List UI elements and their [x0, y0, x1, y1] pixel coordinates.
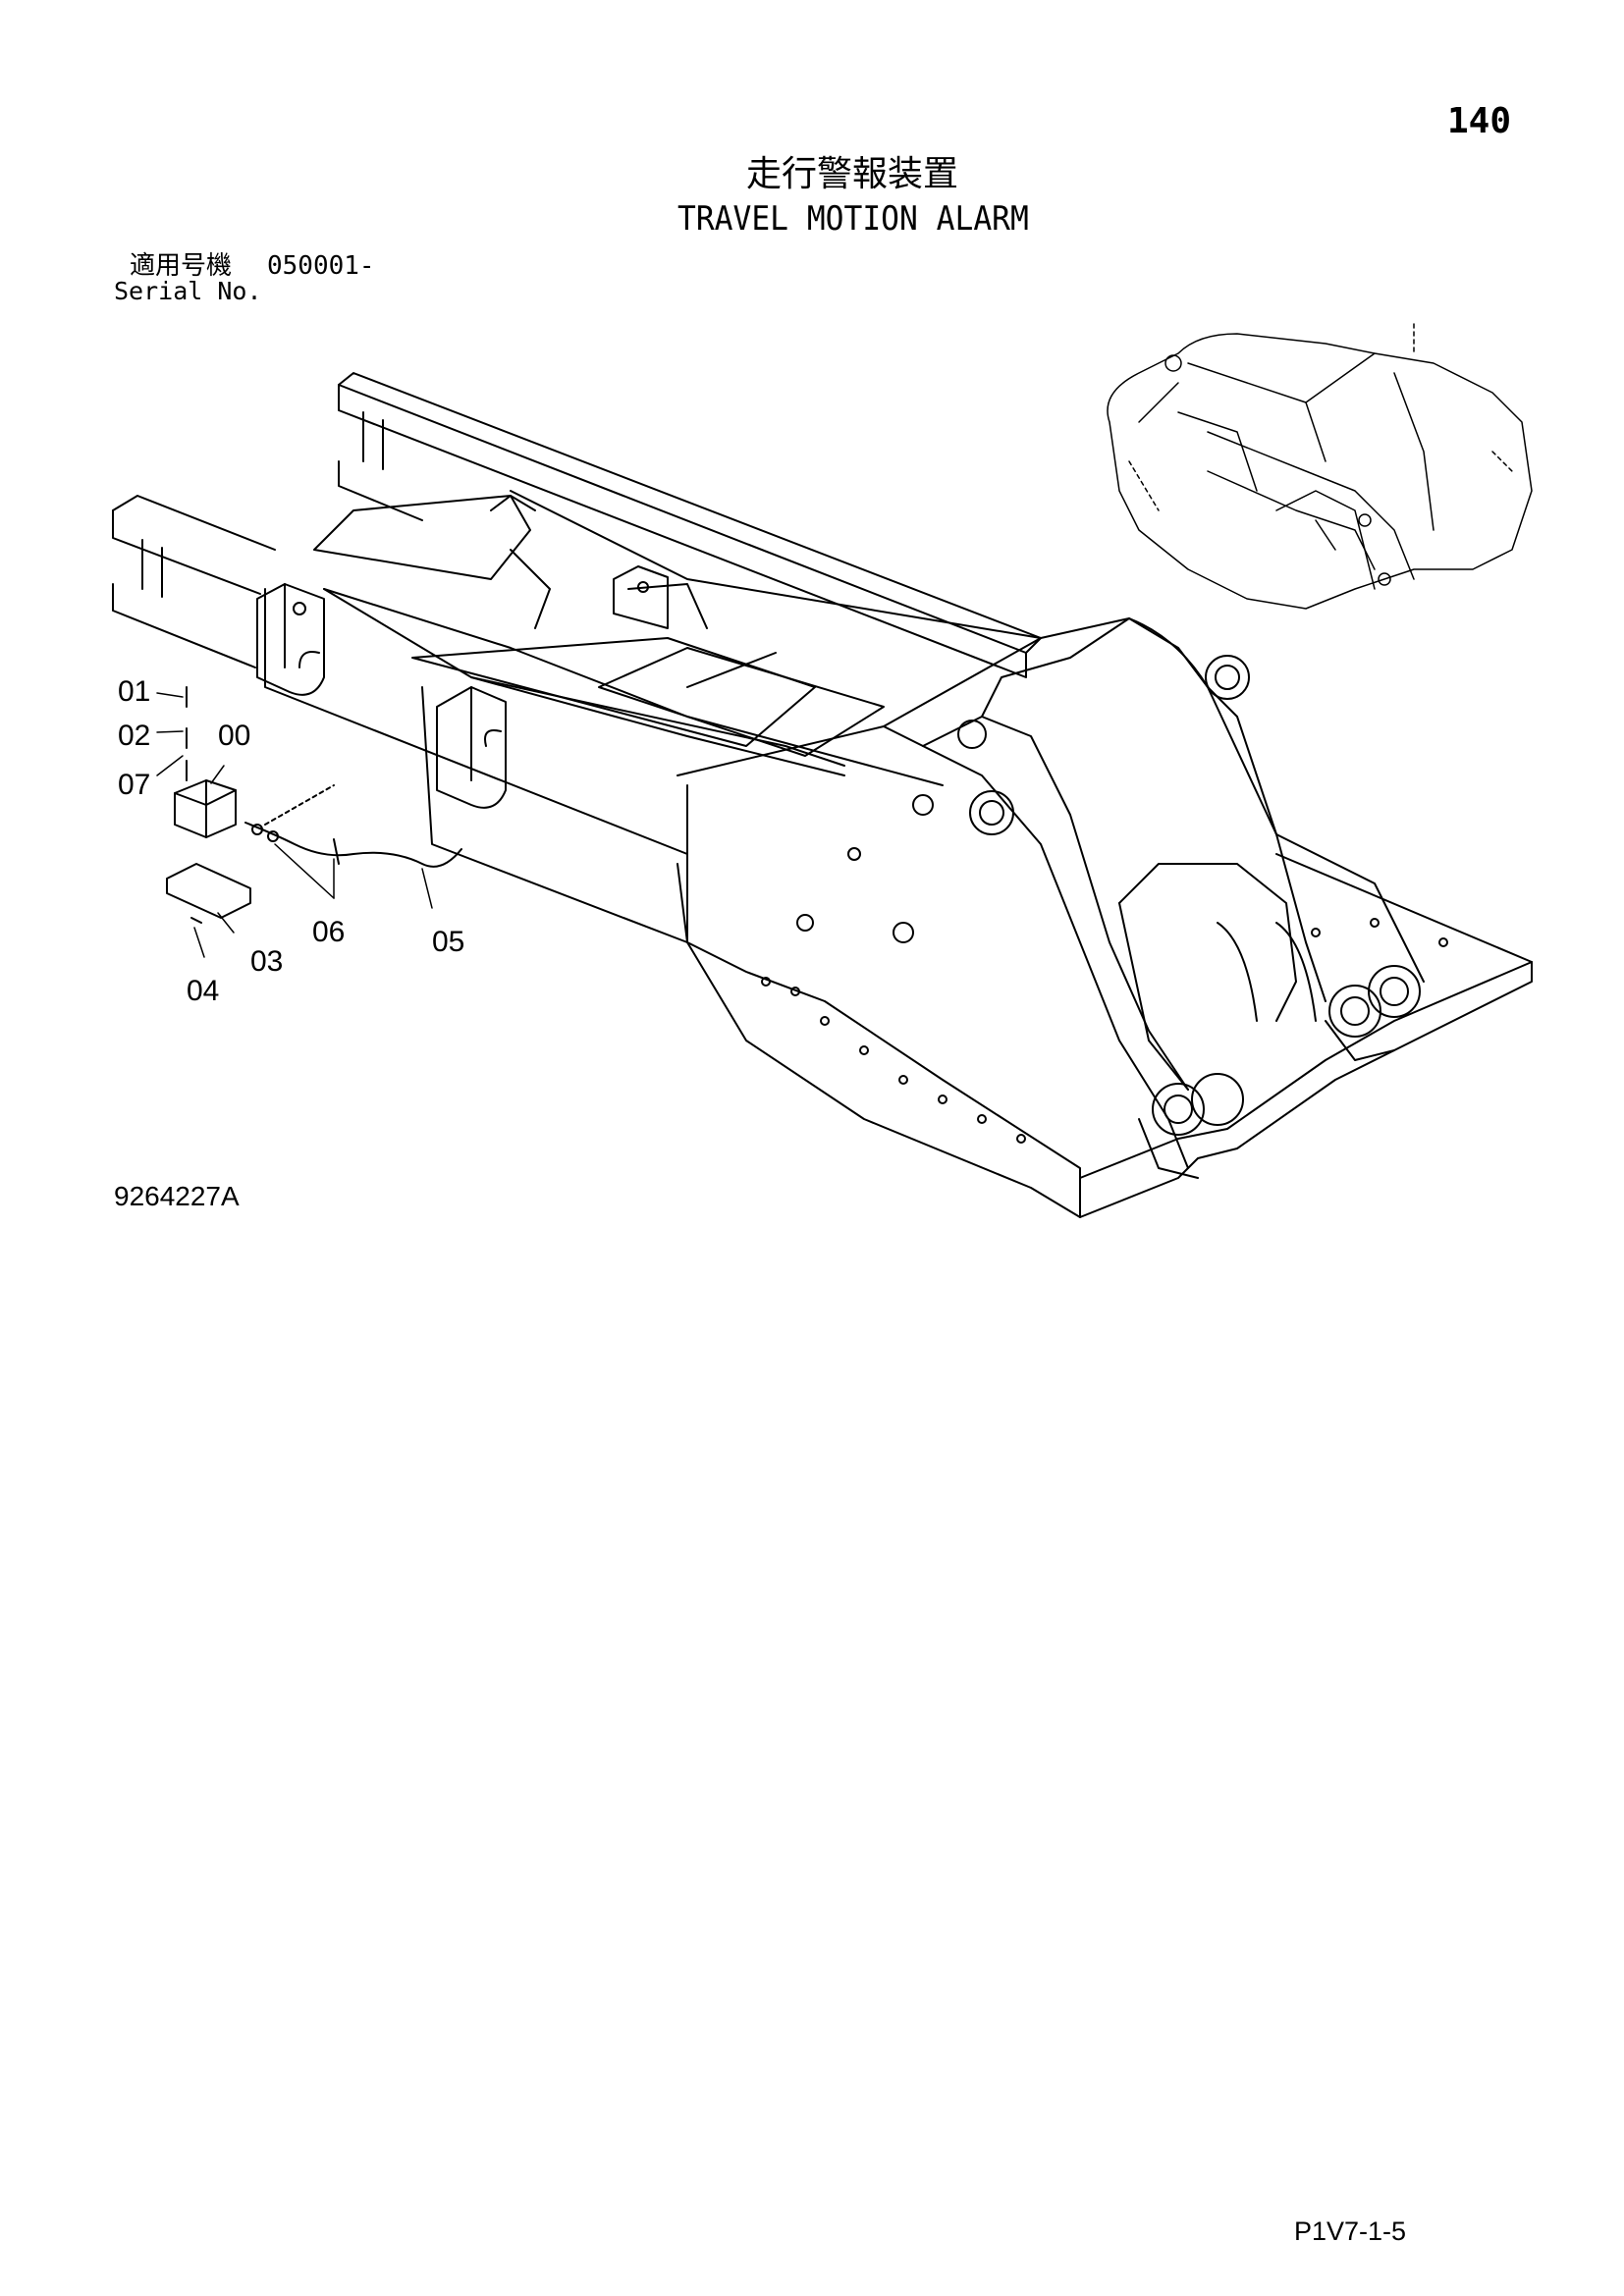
- boom-mount-tower: [677, 617, 1425, 1169]
- callout-04: 04: [187, 975, 220, 1007]
- callout-06: 06: [312, 916, 346, 948]
- callout-01: 01: [118, 675, 151, 708]
- rear-side-beam: [338, 372, 1042, 678]
- serial-label-japanese: 適用号機: [130, 251, 233, 281]
- callout-05: 05: [432, 926, 465, 958]
- frame-body: [264, 495, 944, 943]
- mount-bracket-center: [436, 686, 507, 809]
- inset-location-view: [1107, 323, 1533, 610]
- alarm-harness: [244, 822, 462, 868]
- callout-00: 00: [218, 720, 251, 752]
- page-number: 140: [1447, 101, 1512, 141]
- mount-bracket-rear: [613, 565, 669, 629]
- page-reference: P1V7-1-5: [1294, 2216, 1407, 2246]
- alarm-bracket: [166, 863, 251, 919]
- base-plate: [677, 853, 1533, 1218]
- callout-02: 02: [118, 720, 151, 752]
- serial-label: Serial No.: [114, 277, 262, 305]
- serial-number-value: 050001-: [267, 251, 375, 281]
- boom-foot-bosses: [1118, 863, 1421, 1179]
- callout-leaders: [156, 692, 433, 958]
- page-title-japanese: 走行警報装置: [746, 154, 959, 194]
- callout-03: 03: [250, 945, 284, 978]
- front-side-beam: [112, 495, 276, 668]
- diagonal-beam: [323, 490, 1042, 776]
- drawing-number: 9264227A: [114, 1181, 240, 1211]
- page-title: TRAVEL MOTION ALARM: [677, 199, 1029, 239]
- callout-07: 07: [118, 769, 151, 801]
- alarm-assembly: [166, 686, 462, 924]
- mount-bracket-left: [256, 583, 325, 696]
